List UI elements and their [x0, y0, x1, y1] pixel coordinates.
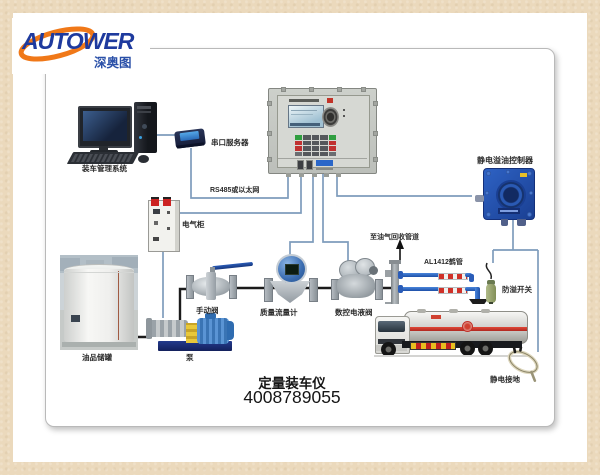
- pump-motor: [197, 318, 229, 344]
- controller-switch2: [306, 160, 313, 170]
- yellow-tag: [520, 173, 527, 177]
- controller-logo-mark: [327, 98, 333, 103]
- meter-body: [270, 281, 310, 303]
- manual-valve: [185, 258, 255, 303]
- network-label: RS485或以太网: [210, 187, 260, 194]
- riser-post: [391, 262, 399, 318]
- logo: AUTOWER 深奥图: [12, 18, 150, 74]
- serial-server-label: 串口服务器: [211, 138, 249, 147]
- controller-keypad: [295, 135, 336, 156]
- static-controller-label: 静电溢油控制器: [477, 156, 533, 165]
- computer-tower: [134, 102, 157, 153]
- controller-grille: [496, 180, 526, 210]
- loading-arm: [385, 258, 495, 318]
- controller-screen: [288, 105, 324, 128]
- pump-coupling: [186, 323, 198, 343]
- controller-title-text: [289, 99, 319, 102]
- valve-handle: [211, 261, 254, 271]
- meter-head: [276, 254, 307, 284]
- grounding-label: 静电接地: [490, 375, 520, 384]
- flow-meter-label: 质量流量计: [260, 308, 298, 317]
- pump-label: 泵: [186, 353, 194, 362]
- mouse: [138, 155, 149, 163]
- loading-arm-label: AL1412鹤管: [424, 259, 463, 266]
- mass-flow-meter: [262, 252, 320, 304]
- footer-phone: 4008789055: [243, 387, 341, 407]
- valve-flange-right: [229, 275, 237, 299]
- tank-body: [64, 269, 134, 342]
- overflow-switch-label: 防溢开关: [502, 285, 532, 294]
- meter-flange-left: [264, 278, 273, 302]
- truck-tank: [404, 309, 528, 344]
- vapor-recovery-label: 至油气回收管道: [370, 234, 419, 241]
- truck-wheel-rear1: [460, 341, 475, 356]
- monitor-stand: [99, 146, 108, 151]
- arm-elbow-down: [475, 287, 480, 301]
- pump-screw: [148, 320, 188, 337]
- meter-flange-right: [309, 278, 318, 302]
- serial-port-server: [174, 128, 207, 151]
- pump: [146, 312, 236, 352]
- control-valve-label: 数控电液阀: [335, 308, 373, 317]
- cable-gland2: [517, 219, 526, 226]
- static-overflow-controller: [475, 168, 535, 226]
- tank-truck: [372, 304, 535, 358]
- control-valve: [331, 258, 383, 302]
- electrical-cabinet: [148, 197, 180, 252]
- footer-title: 定量装车仪: [258, 376, 326, 391]
- arm-lower-pipe: [398, 287, 462, 291]
- controller-badge: [316, 160, 333, 166]
- computer-label: 装车管理系统: [82, 164, 127, 173]
- controller-speaker: [322, 107, 339, 127]
- truck-wheel-rear2: [478, 341, 493, 356]
- valve-body2: [337, 274, 375, 298]
- grounding-clamp: [507, 347, 539, 382]
- logo-sub-text: 深奥图: [94, 56, 132, 70]
- logo-brand-text: AUTOWER: [22, 28, 134, 54]
- batch-controller: [267, 87, 378, 177]
- logo-swoosh-icon: [18, 26, 96, 62]
- cabinet-label: 电气柜: [182, 220, 205, 229]
- manual-valve-label: 手动阀: [196, 306, 219, 315]
- truck-skirt: [410, 342, 456, 350]
- controller-switch: [297, 160, 304, 170]
- arm-upper-pipe: [398, 273, 460, 277]
- storage-tank-photo: [60, 255, 138, 350]
- pump-base: [158, 341, 232, 351]
- tank-label: 油品储罐: [82, 353, 112, 362]
- monitor: [78, 106, 132, 148]
- cable-gland: [501, 219, 508, 226]
- side-fitting: [475, 195, 484, 202]
- truck-wheel-front: [381, 342, 396, 357]
- computer-workstation: [66, 100, 160, 166]
